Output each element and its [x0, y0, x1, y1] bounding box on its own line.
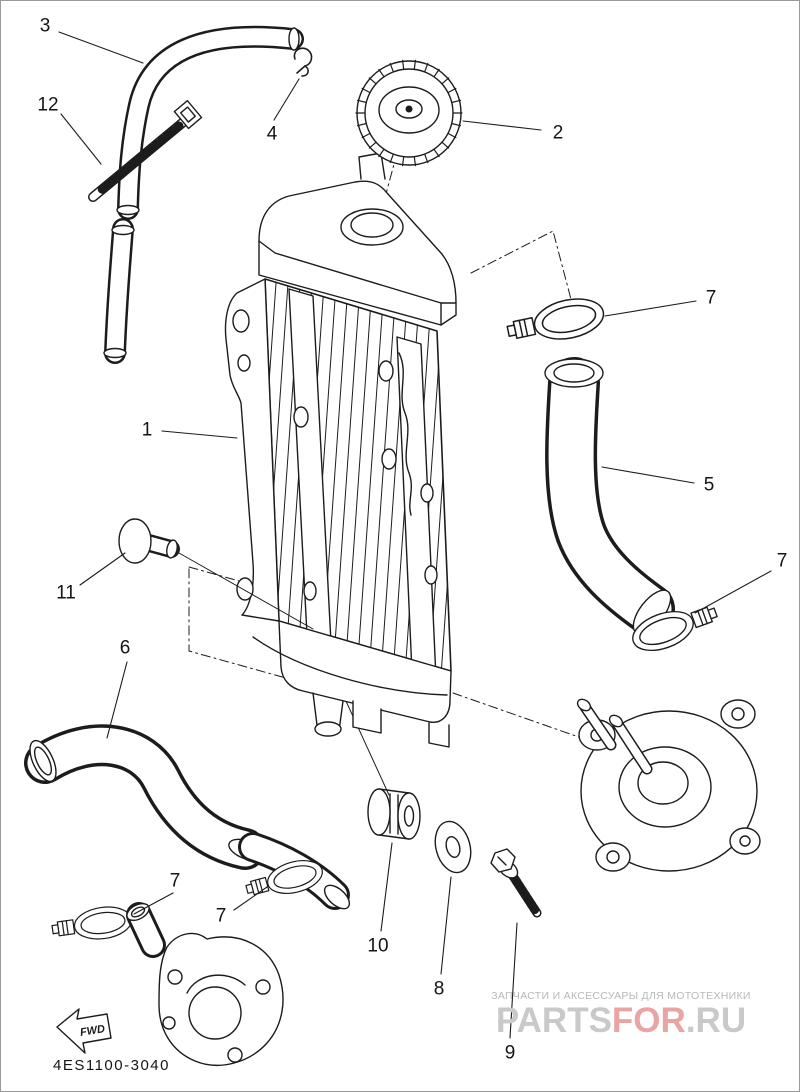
- callout-12: 12: [37, 94, 59, 116]
- washer: [434, 820, 472, 874]
- radiator: [224, 152, 457, 748]
- leader-line-3: [58, 31, 144, 64]
- leader-line-7: [233, 886, 268, 911]
- callout-7: 7: [169, 870, 181, 892]
- cable-tie: [88, 99, 203, 202]
- watermark-tagline: ЗАПЧАСТИ И АКСЕССУАРЫ ДЛЯ МОТОТЕХНИКИ: [491, 990, 751, 1002]
- leader-line-6: [106, 661, 128, 739]
- callout-5: 5: [703, 474, 715, 496]
- water-pump-cover: [126, 902, 284, 1067]
- leader-line-8: [440, 876, 452, 975]
- callout-1: 1: [141, 419, 153, 441]
- watermark-brand-segment: PARTS: [495, 1001, 612, 1040]
- leader-line-7: [694, 570, 772, 614]
- drawing-number: 4ES1100-3040: [53, 1057, 170, 1074]
- leader-lines: [58, 31, 772, 1039]
- leader-line-12: [60, 113, 102, 165]
- watermark-brand-segment: FOR: [611, 1001, 686, 1040]
- diagram-art: FWD: [24, 25, 772, 1067]
- watermark-brand: PARTSFOR.RU: [489, 1001, 753, 1041]
- cap-scallops: [355, 59, 463, 167]
- leader-line-4: [273, 78, 300, 121]
- hose-clip: [293, 47, 313, 77]
- cylinder-head: [576, 698, 761, 872]
- leader-line-10: [380, 842, 393, 932]
- radiator-mount-pin: [118, 518, 314, 630]
- callout-7: 7: [776, 550, 788, 572]
- callout-6: 6: [119, 637, 131, 659]
- hose-clamp-upper: [503, 292, 608, 352]
- leader-line-7: [604, 300, 697, 317]
- callout-11: 11: [56, 582, 76, 604]
- leader-line-1: [161, 430, 238, 439]
- fwd-arrow: FWD: [56, 1008, 112, 1054]
- callout-7: 7: [215, 905, 227, 927]
- watermark-brand-segment: .RU: [685, 1001, 747, 1040]
- fwd-arrow-label: FWD: [79, 1023, 106, 1039]
- bolt: [490, 848, 542, 918]
- hose-clamp-lower-left: [49, 902, 135, 947]
- callout-9: 9: [504, 1042, 516, 1064]
- callout-10: 10: [367, 935, 389, 957]
- leader-line-11: [79, 552, 126, 586]
- callout-4: 4: [266, 123, 278, 145]
- radiator-cap: [355, 59, 463, 167]
- leader-line-9: [509, 922, 518, 1039]
- callout-2: 2: [552, 122, 564, 144]
- watermark: ЗАПЧАСТИ И АКСЕССУАРЫ ДЛЯ МОТОТЕХНИКИ PA…: [489, 990, 753, 1041]
- leader-line-7: [133, 892, 174, 915]
- callout-7: 7: [705, 287, 717, 309]
- leader-line-2: [462, 120, 542, 131]
- callout-3: 3: [39, 15, 51, 37]
- grommet: [367, 788, 421, 840]
- upper-hose: [544, 357, 675, 635]
- leader-line-5: [601, 466, 695, 484]
- callout-8: 8: [433, 978, 445, 1000]
